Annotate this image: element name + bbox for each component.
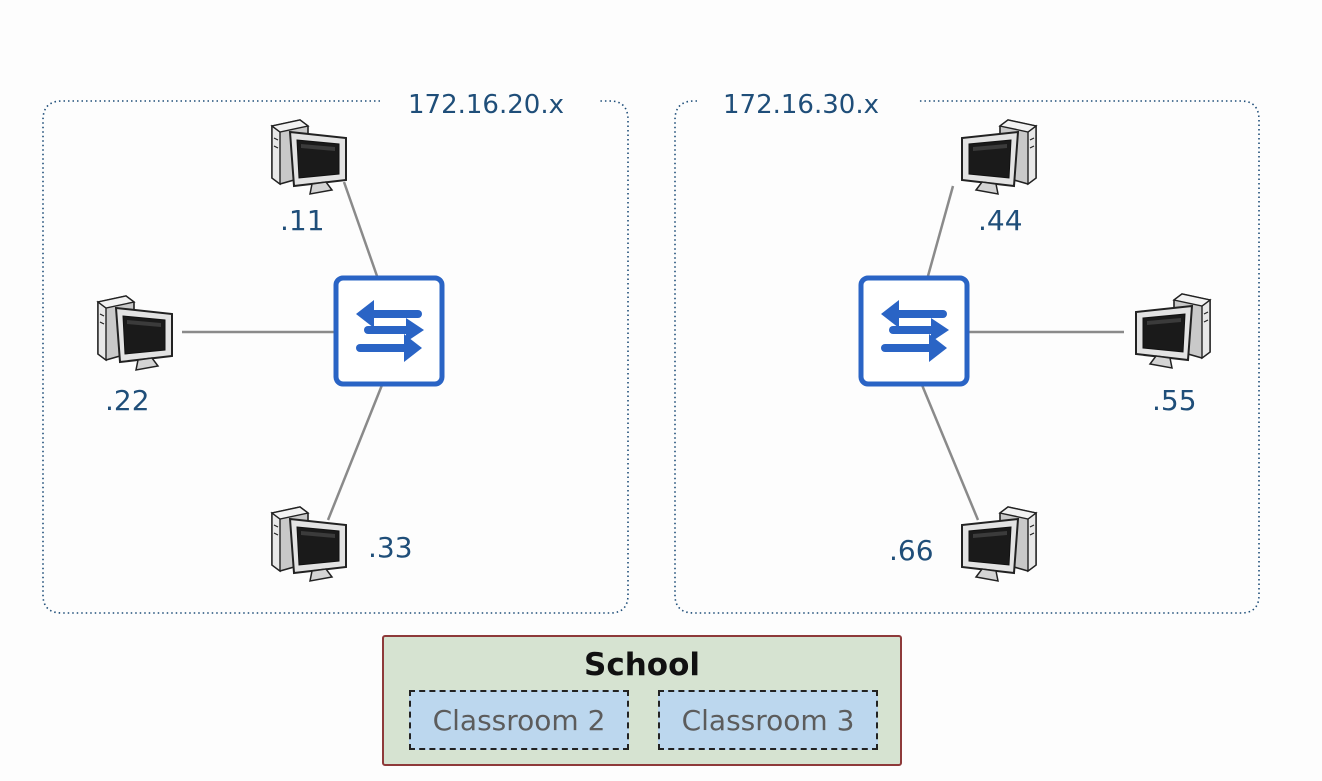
- desktop-computer-icon: [961, 119, 1037, 195]
- link-switch-left-host-11: [342, 181, 379, 277]
- desktop-computer-icon: [271, 119, 347, 195]
- school-title: School: [584, 647, 700, 683]
- classroom-3-box: Classroom 3: [658, 690, 878, 750]
- classroom-2-box: Classroom 2: [409, 690, 629, 750]
- link-switch-right-host-66: [920, 384, 980, 521]
- host-label: .22: [105, 384, 150, 417]
- link-switch-right-host-44: [926, 185, 955, 277]
- host-label: .44: [978, 204, 1023, 237]
- host-label: .11: [280, 204, 325, 237]
- subnet-right-network-label: 172.16.30.x: [723, 90, 879, 120]
- desktop-computer-icon: [1135, 293, 1211, 369]
- subnet-left-network-label: 172.16.20.x: [408, 90, 564, 120]
- subnet-box-right: [674, 100, 1260, 614]
- host-label: .33: [368, 531, 413, 564]
- desktop-computer-icon: [97, 295, 173, 371]
- host-label: .55: [1152, 384, 1197, 417]
- subnet-box-left: [42, 100, 629, 614]
- school-container: School Classroom 2 Classroom 3: [382, 635, 902, 766]
- desktop-computer-icon: [271, 506, 347, 582]
- desktop-computer-icon: [961, 506, 1037, 582]
- host-label: .66: [889, 534, 934, 567]
- network-switch-icon: [861, 278, 967, 384]
- network-switch-icon: [336, 278, 442, 384]
- link-switch-left-host-33: [326, 384, 384, 521]
